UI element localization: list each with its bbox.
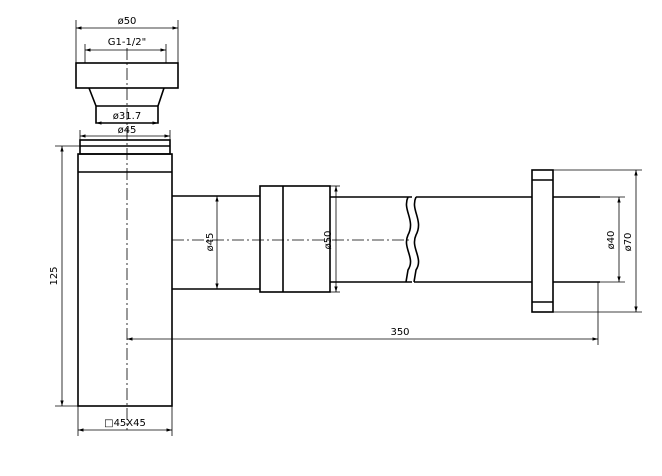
label-thread-size: G1-1/2" [108,37,146,48]
label-base-size: □45X45 [104,418,146,429]
label-inlet-pipe-diameter: ø45 [205,233,216,252]
dimension-lines [55,20,642,436]
label-flange-diameter: ø70 [623,233,634,252]
bottle-body [77,153,173,407]
horizontal-pipe [172,169,600,313]
label-length: 350 [390,327,409,338]
label-cap-diameter: ø45 [118,125,137,136]
label-top-outer-diameter: ø50 [118,16,137,27]
label-inner-diameter: ø31.7 [113,111,141,122]
label-height: 125 [49,266,60,285]
label-wall-pipe-diameter: ø40 [606,231,617,250]
label-nut-diameter: ø50 [323,231,334,250]
